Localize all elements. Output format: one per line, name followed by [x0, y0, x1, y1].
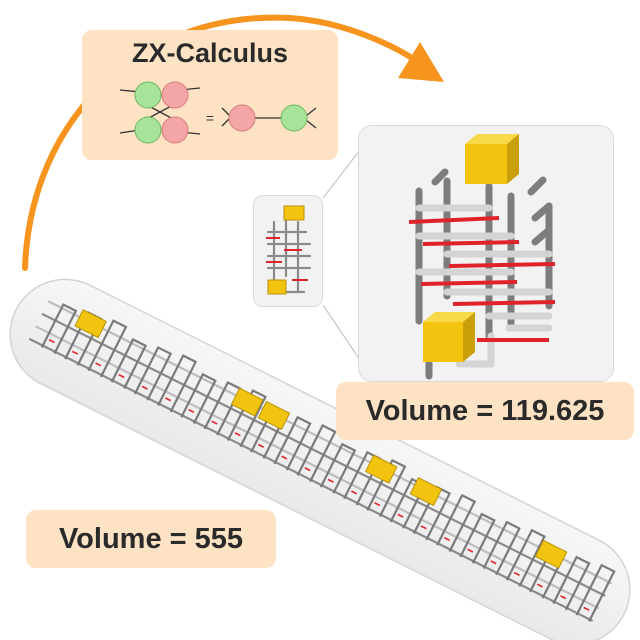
cube-icon: [230, 387, 264, 417]
red-spider-icon: [161, 81, 189, 109]
cube-icon: [423, 312, 475, 362]
arch-pipe: [366, 458, 407, 518]
red-link: [234, 432, 241, 437]
arch-pipe: [203, 381, 242, 436]
red-link: [71, 350, 79, 355]
cube-icon: [465, 134, 519, 184]
green-spider-icon: [134, 81, 162, 109]
optimized-volume-label: Volume = 119.625: [336, 382, 634, 440]
zx-calculus-title: ZX-Calculus: [131, 38, 289, 68]
arch-pipe: [296, 423, 337, 483]
cube-icon: [267, 279, 287, 295]
arch-pipe: [40, 303, 78, 355]
cube-icon: [534, 539, 568, 569]
optimized-circuit-thumbnail: [253, 195, 323, 307]
arch-pipe: [226, 389, 267, 448]
arch-pipe: [412, 485, 452, 541]
arch-pipe: [273, 415, 312, 471]
red-link: [420, 525, 427, 530]
cube-icon: [257, 400, 291, 431]
red-spider-icon: [228, 104, 256, 132]
red-link: [350, 490, 358, 495]
arch-pipe: [436, 493, 477, 553]
cube-icon: [409, 477, 443, 507]
zoom-line-top: [322, 149, 361, 199]
arch-pipe: [482, 520, 521, 576]
optimized-circuit-zoom: [358, 125, 614, 382]
red-link: [188, 408, 195, 413]
red-link: [467, 548, 474, 553]
curved-arrow: [22, 14, 418, 271]
red-link: [164, 397, 172, 402]
optimized-circuit-mini: [266, 205, 312, 295]
arch-pipe: [157, 354, 198, 413]
arch-pipe: [133, 346, 173, 401]
optimized-circuit-detail: [408, 134, 556, 380]
arch-pipe: [319, 442, 357, 494]
red-link: [490, 560, 497, 565]
zx-calculus-panel: ZX-Calculus =: [82, 30, 338, 160]
arrow-head-icon: [398, 42, 444, 82]
red-link: [304, 467, 311, 472]
red-link: [583, 606, 590, 611]
red-link: [48, 339, 55, 344]
red-link: [211, 420, 218, 425]
red-link: [443, 536, 451, 542]
arch-pipe: [459, 512, 496, 564]
red-link: [118, 373, 125, 379]
zx-rewrite-rule: =: [119, 81, 317, 144]
cube-icon: [283, 205, 305, 221]
red-link: [281, 455, 288, 460]
original-circuit-tube: [9, 278, 631, 640]
red-link: [397, 513, 404, 518]
red-link: [327, 478, 334, 483]
arch-pipe: [110, 338, 148, 390]
equals-sign: =: [206, 110, 214, 126]
red-link: [536, 583, 543, 588]
green-spider-icon: [280, 104, 308, 132]
original-volume-label: Volume = 555: [26, 510, 276, 568]
red-link: [257, 443, 265, 448]
green-spider-icon: [134, 116, 162, 144]
red-spider-icon: [161, 116, 189, 144]
red-link: [513, 571, 520, 576]
arch-pipe: [87, 319, 128, 378]
cube-icon: [364, 454, 398, 484]
red-link: [141, 385, 148, 390]
arch-pipe: [505, 528, 546, 587]
arch-pipe: [180, 372, 217, 424]
red-link: [95, 362, 102, 367]
cube-icon: [74, 309, 107, 339]
red-link: [374, 502, 381, 507]
arch-pipe: [575, 563, 616, 622]
zoom-line-bottom: [322, 304, 361, 361]
red-link: [560, 595, 567, 600]
arch-pipe: [552, 555, 591, 611]
